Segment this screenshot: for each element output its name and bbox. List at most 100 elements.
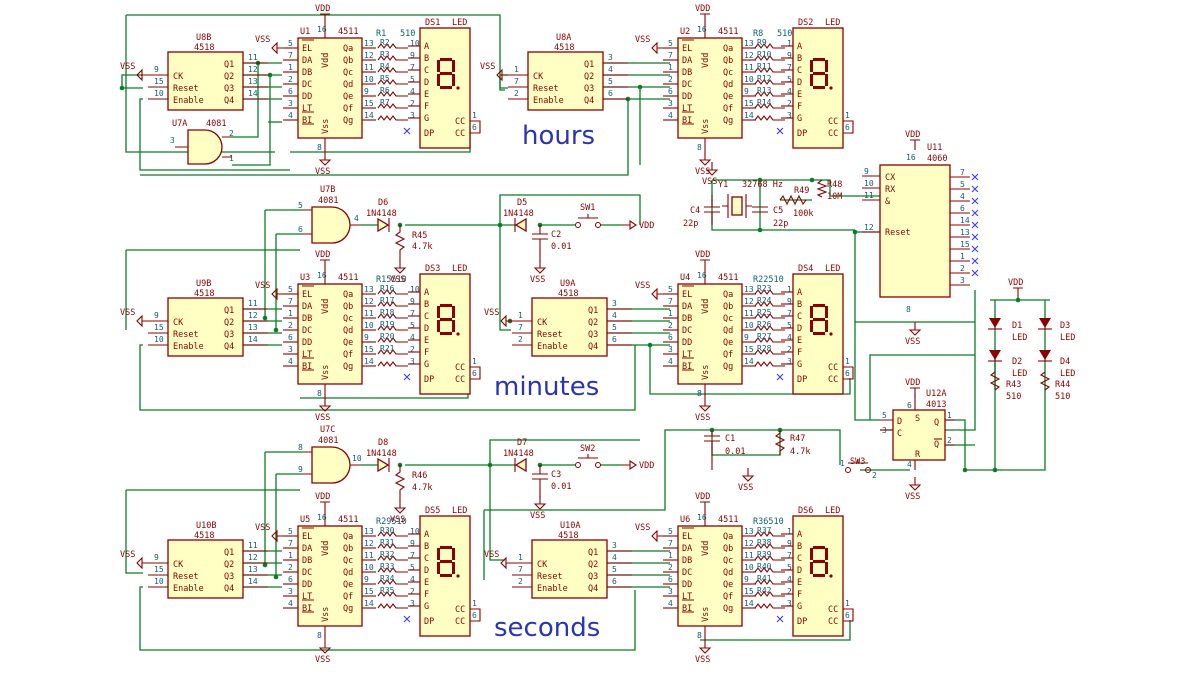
counter-u8b-pinnum-q2: 12 xyxy=(248,65,258,74)
gate-u7b-ref: U7B xyxy=(320,185,335,195)
osc-pinnum-vdd: 16 xyxy=(906,153,916,162)
led-d2-value: LED xyxy=(1012,369,1027,379)
decoder-u5-pin-qd: Qd xyxy=(343,568,353,578)
decoder-u1-pinnum-l1: 7 xyxy=(288,51,293,60)
resnet-row2b-ref: R36510 xyxy=(753,517,784,527)
decoder-u1-pin-qc: Qc xyxy=(343,68,353,78)
switch-sw1: SW1 xyxy=(575,203,601,228)
decoder-u4-pin-da: DA xyxy=(682,302,692,312)
vdd-u12-label: VDD xyxy=(905,378,920,388)
counter-u9a-pin-q4: Q4 xyxy=(588,342,598,352)
counter-u9a-pinnum-q2: 4 xyxy=(612,311,617,320)
led-d1-value: LED xyxy=(1012,333,1027,343)
decoder-u2-value: 4511 xyxy=(718,27,738,37)
decoder-u3-pinnum-r6: 14 xyxy=(364,357,374,366)
counter-u9b-pin-l0: CK xyxy=(173,318,184,328)
decoder-u6-pin-da: DA xyxy=(682,544,692,554)
decoder-u4-pinnum-l2: 1 xyxy=(668,309,673,318)
display-ds4-pin-cc2: CC xyxy=(828,375,838,385)
display-ds3-dp-dot xyxy=(456,332,460,336)
decoder-u4-pin-qc: Qc xyxy=(723,314,733,324)
decoder-u6-pinnum-r0: 13 xyxy=(744,527,754,536)
resnet-row2b-pin2: 7 xyxy=(787,551,792,560)
decoder-u6-pinnum-r4: 9 xyxy=(744,575,749,584)
resnet-row0b-ref: R8 xyxy=(753,29,763,39)
decoder-u1-pin-qe: Qe xyxy=(343,92,353,102)
counter-u8a-pin-q1: Q1 xyxy=(584,60,594,70)
resnet-row0a-lbl4: R6 xyxy=(380,86,390,95)
resnet-row2b-pin1: 9 xyxy=(787,539,792,548)
resnet-row1b-lbl0: R23 xyxy=(757,284,772,293)
counter-u8a-pinnum-q4: 6 xyxy=(608,89,613,98)
display-ds5-seg2 xyxy=(452,562,455,574)
decoder-u3-pinnum-vss: 8 xyxy=(317,389,322,398)
display-ds2-ccnum2: 6 xyxy=(845,123,850,132)
gate-u7c-pin9: 9 xyxy=(298,465,303,474)
vss-u6-el: VSS xyxy=(635,523,663,543)
display-ds5-pin-sf: F xyxy=(424,590,429,600)
decoder-u4-pinnum-vss: 8 xyxy=(697,389,702,398)
led-d4-ref: D4 xyxy=(1060,357,1070,367)
vss-u11-label: VSS xyxy=(905,337,920,347)
resnet-row2a-pin0: 10 xyxy=(410,527,420,536)
display-ds6-ccnum1: 1 xyxy=(845,599,850,608)
vss-u10a: VSS xyxy=(484,550,512,570)
display-ds3-pin-se: E xyxy=(424,336,429,346)
counter-u9a-ref: U9A xyxy=(560,279,575,289)
vss-u5-el: VSS xyxy=(255,523,283,543)
resnet-row0a-pin5: 2 xyxy=(410,99,415,108)
decoder-u3-pinnum-l1: 7 xyxy=(288,297,293,306)
counter-u8b-pin-l2: Enable xyxy=(173,96,204,106)
diode-d7-ref: D7 xyxy=(517,438,527,448)
cap-c1-ref: C1 xyxy=(725,434,735,444)
decoder-u1-pin-el: EL xyxy=(302,44,312,54)
display-ds3-digit xyxy=(437,304,460,336)
gate-u7c-pin8: 8 xyxy=(298,443,303,452)
display-ds5-dp-dot xyxy=(456,574,460,578)
vss-u1: VSS xyxy=(315,152,332,177)
counter-u9b-pinnum-l1: 15 xyxy=(154,323,164,332)
decoder-u3-value: 4511 xyxy=(338,273,358,283)
display-ds1-seg1 xyxy=(452,60,455,72)
display-ds3-pin-sc: C xyxy=(424,312,429,322)
decoder-u3-pinnum-l0: 5 xyxy=(288,285,293,294)
decoder-u2-pin-qe: Qe xyxy=(723,92,733,102)
osc-nc-5 xyxy=(971,233,979,241)
display-ds2-pin-sf: F xyxy=(797,102,802,112)
res-r48-ref: R48 xyxy=(827,180,842,190)
resnet-row0a-ref: R1 xyxy=(376,29,386,39)
decoder-u3-pin-dc: DC xyxy=(302,326,312,336)
display-ds1-seg2 xyxy=(452,74,455,86)
resnet-row0b-lbl1: R10 xyxy=(757,50,772,59)
resnet-row1b-pin6: 3 xyxy=(787,357,792,366)
decoder-u3-pin-dd: DD xyxy=(302,338,312,348)
decoder-u5-pinnum-l5: 3 xyxy=(288,587,293,596)
display-ds6-pin-sf: F xyxy=(797,590,802,600)
resnet-row1a-pin0: 10 xyxy=(410,285,420,294)
vss-u9a-label: VSS xyxy=(484,308,499,318)
resnet-row2a-pin2: 7 xyxy=(410,551,415,560)
res-r44-value: 510 xyxy=(1055,392,1070,402)
resnet-row1a-lbl4: R20 xyxy=(380,332,395,341)
decoder-u6-pinnum-l1: 7 xyxy=(668,539,673,548)
display-ds5-seg6 xyxy=(440,560,452,563)
decoder-u3-pinnum-l5: 3 xyxy=(288,345,293,354)
resnet-row2b-pin5: 2 xyxy=(787,587,792,596)
vss-u4-label: VSS xyxy=(695,413,710,423)
diode-d5-value: 1N4148 xyxy=(503,209,534,219)
display-ds5-pin-dp: DP xyxy=(424,617,434,627)
counter-u10b-pin-l2: Enable xyxy=(173,584,204,594)
diode-d8-value: 1N4148 xyxy=(366,449,397,459)
display-ds3-pin-sa: A xyxy=(424,288,429,298)
decoder-u5-pin-dc: DC xyxy=(302,568,312,578)
decoder-u1-pinnum-l4: 6 xyxy=(288,87,293,96)
res-r45-value: 4.7k xyxy=(412,242,432,252)
display-ds2-pin-cc2: CC xyxy=(828,129,838,139)
counter-u8a-pinnum-l1: 7 xyxy=(514,77,519,86)
decoder-u4-pinnum-r3: 10 xyxy=(744,321,754,330)
diode-d5: D5 1N4148 xyxy=(503,198,534,233)
